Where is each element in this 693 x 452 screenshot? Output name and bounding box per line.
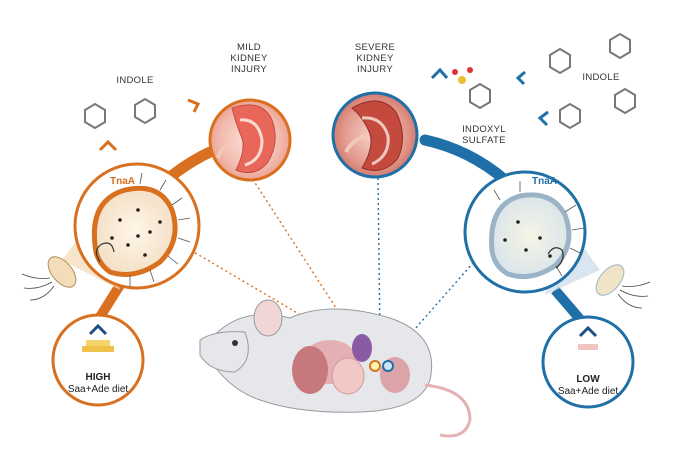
- indoxyl-label-line1: INDOXYL: [462, 124, 506, 135]
- mild-label-line3: INJURY: [231, 64, 267, 75]
- indole-right-label: INDOLE: [582, 72, 620, 83]
- mouse-illustration: [199, 299, 472, 438]
- high-tnaa-bacterium-inset: [21, 162, 201, 301]
- tnaa-left-label: TnaA: [110, 176, 135, 187]
- arrow-chevron-icon: [98, 67, 549, 152]
- mouse-organs: [292, 334, 410, 395]
- low-diet-line1: LOW: [576, 374, 600, 385]
- severe-label-line2: KIDNEY: [356, 53, 394, 64]
- low-diet-line2: Saa+Ade diet: [557, 386, 619, 397]
- left-small-bacterium: [21, 256, 77, 301]
- tnaa-right-label: TnaA: [532, 176, 557, 187]
- mild-kidney-injury-label: MILD KIDNEY INJURY: [214, 42, 284, 75]
- low-diet-circle: [541, 315, 635, 409]
- mild-label-line1: MILD: [237, 42, 261, 53]
- high-diet-line1: HIGH: [85, 372, 111, 383]
- severe-kidney-injury-label: SEVERE KIDNEY INJURY: [340, 42, 410, 75]
- severe-label-line3: INJURY: [357, 64, 393, 75]
- mild-kidney-injury-inset: [208, 98, 292, 182]
- indoxyl-sulfate-label: INDOXYL SULFATE: [444, 124, 524, 146]
- indoxyl-sulfate-molecule-icon: [452, 67, 491, 110]
- low-diet-label: LOW Saa+Ade diet: [543, 374, 633, 398]
- low-tnaa-bacterium-inset: [463, 170, 651, 309]
- severe-kidney-injury-inset: [331, 91, 419, 179]
- high-diet-label: HIGH Saa+Ade diet: [53, 372, 143, 396]
- indole-left-label: INDOLE: [116, 75, 154, 86]
- indole-molecule-icon: [84, 32, 636, 130]
- mild-label-line2: KIDNEY: [230, 53, 268, 64]
- severe-label-line1: SEVERE: [354, 42, 396, 53]
- indoxyl-label-line2: SULFATE: [462, 135, 506, 146]
- high-diet-line2: Saa+Ade diet: [67, 384, 129, 395]
- high-diet-circle: [51, 313, 145, 407]
- right-small-bacterium: [595, 264, 651, 309]
